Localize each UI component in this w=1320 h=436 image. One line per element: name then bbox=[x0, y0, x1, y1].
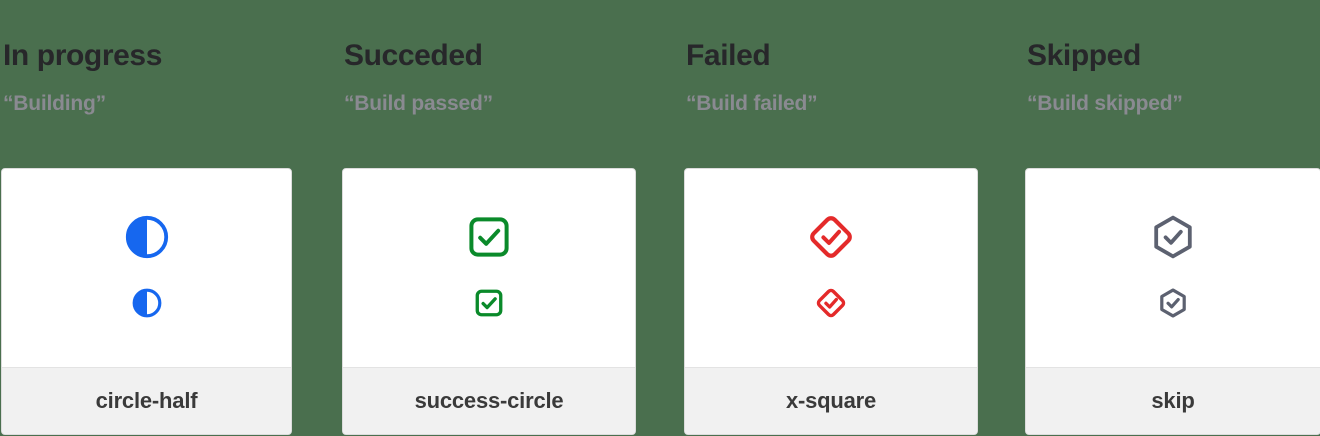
x-square-icon bbox=[810, 216, 852, 258]
icon-card[interactable]: circle-half bbox=[1, 168, 292, 435]
icon-preview-area bbox=[685, 169, 977, 367]
skip-icon-small bbox=[1160, 288, 1186, 318]
status-column-failed: Failed “Build failed” x-squ bbox=[683, 0, 1024, 436]
icon-card[interactable]: skip bbox=[1025, 168, 1320, 435]
icon-preview-area bbox=[2, 169, 291, 367]
column-subtitle: “Build skipped” bbox=[1027, 92, 1183, 115]
column-subtitle: “Building” bbox=[3, 92, 106, 115]
icon-preview-area bbox=[343, 169, 635, 367]
icon-name-label: success-circle bbox=[414, 388, 564, 413]
icon-card-footer: x-square bbox=[685, 367, 977, 434]
success-circle-icon-small bbox=[475, 289, 503, 317]
circle-half-icon bbox=[125, 215, 168, 259]
column-title: In progress bbox=[3, 39, 162, 72]
column-subtitle: “Build passed” bbox=[344, 92, 493, 115]
icon-card-footer: skip bbox=[1026, 367, 1320, 434]
x-square-icon-small bbox=[816, 288, 846, 318]
status-column-skipped: Skipped “Build skipped” skip bbox=[1024, 0, 1320, 436]
icon-card-footer: success-circle bbox=[343, 367, 635, 434]
icon-card[interactable]: x-square bbox=[684, 168, 978, 435]
icon-card-footer: circle-half bbox=[2, 367, 291, 434]
icon-name-label: x-square bbox=[785, 388, 877, 413]
status-column-succeded: Succeded “Build passed” success-circle bbox=[341, 0, 682, 436]
column-title: Succeded bbox=[344, 39, 483, 72]
circle-half-icon-small bbox=[132, 288, 161, 318]
icon-card[interactable]: success-circle bbox=[342, 168, 636, 435]
column-title: Skipped bbox=[1027, 39, 1141, 72]
icon-preview-area bbox=[1026, 169, 1320, 367]
icon-name-label: circle-half bbox=[95, 388, 198, 413]
status-column-in-progress: In progress “Building” circle-half bbox=[0, 0, 341, 436]
column-subtitle: “Build failed” bbox=[686, 92, 818, 115]
skip-icon bbox=[1154, 215, 1192, 259]
icon-name-label: skip bbox=[1151, 388, 1195, 413]
column-title: Failed bbox=[686, 39, 771, 72]
success-circle-icon bbox=[469, 217, 509, 257]
